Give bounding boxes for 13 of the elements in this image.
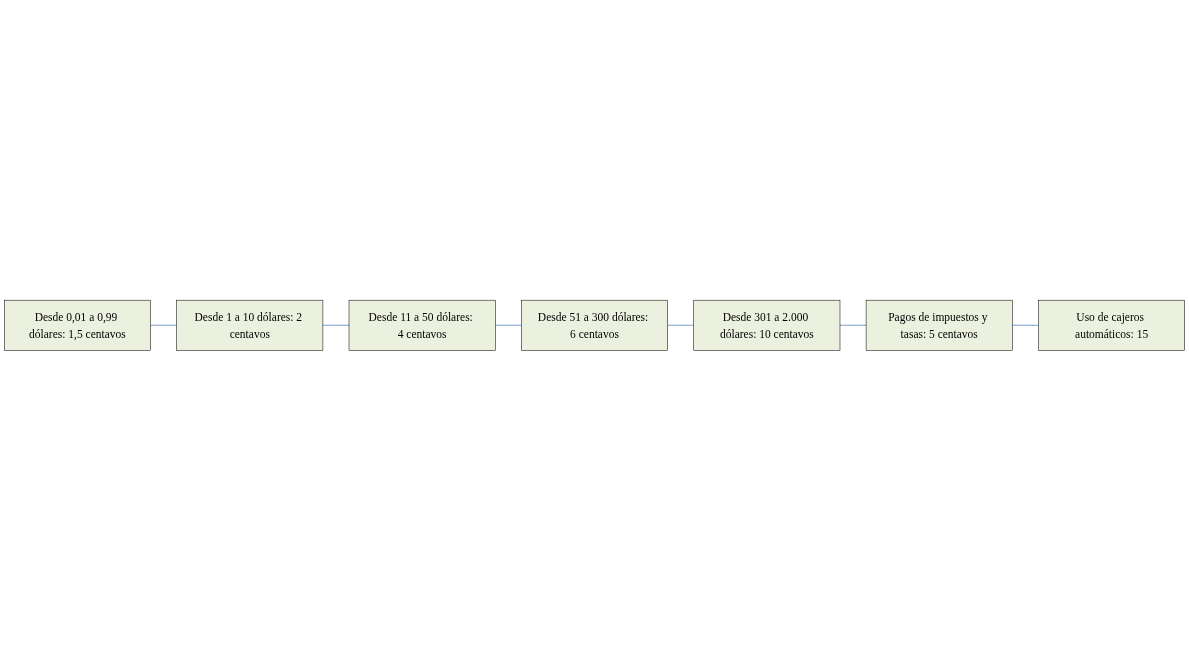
node-box: Desde 51 a 300 dólares: 6 centavos bbox=[521, 300, 668, 351]
node-box: Uso de cajeros automáticos: 15 bbox=[1038, 300, 1185, 351]
node-box: Desde 1 a 10 dólares: 2 centavos bbox=[176, 300, 324, 351]
connector bbox=[667, 325, 695, 326]
connector bbox=[839, 325, 867, 326]
connector bbox=[1011, 325, 1039, 326]
node-box: Desde 301 a 2.000 dólares: 10 centavos bbox=[693, 300, 841, 351]
node-box: Desde 11 a 50 dólares: 4 centavos bbox=[348, 300, 496, 351]
connector bbox=[494, 325, 522, 326]
connector bbox=[322, 325, 350, 326]
node-box: Pagos de impuestos y tasas: 5 centavos bbox=[865, 300, 1013, 351]
node-box: Desde 0,01 a 0,99 dólares: 1,5 centavos bbox=[4, 300, 151, 351]
connector bbox=[150, 325, 178, 326]
